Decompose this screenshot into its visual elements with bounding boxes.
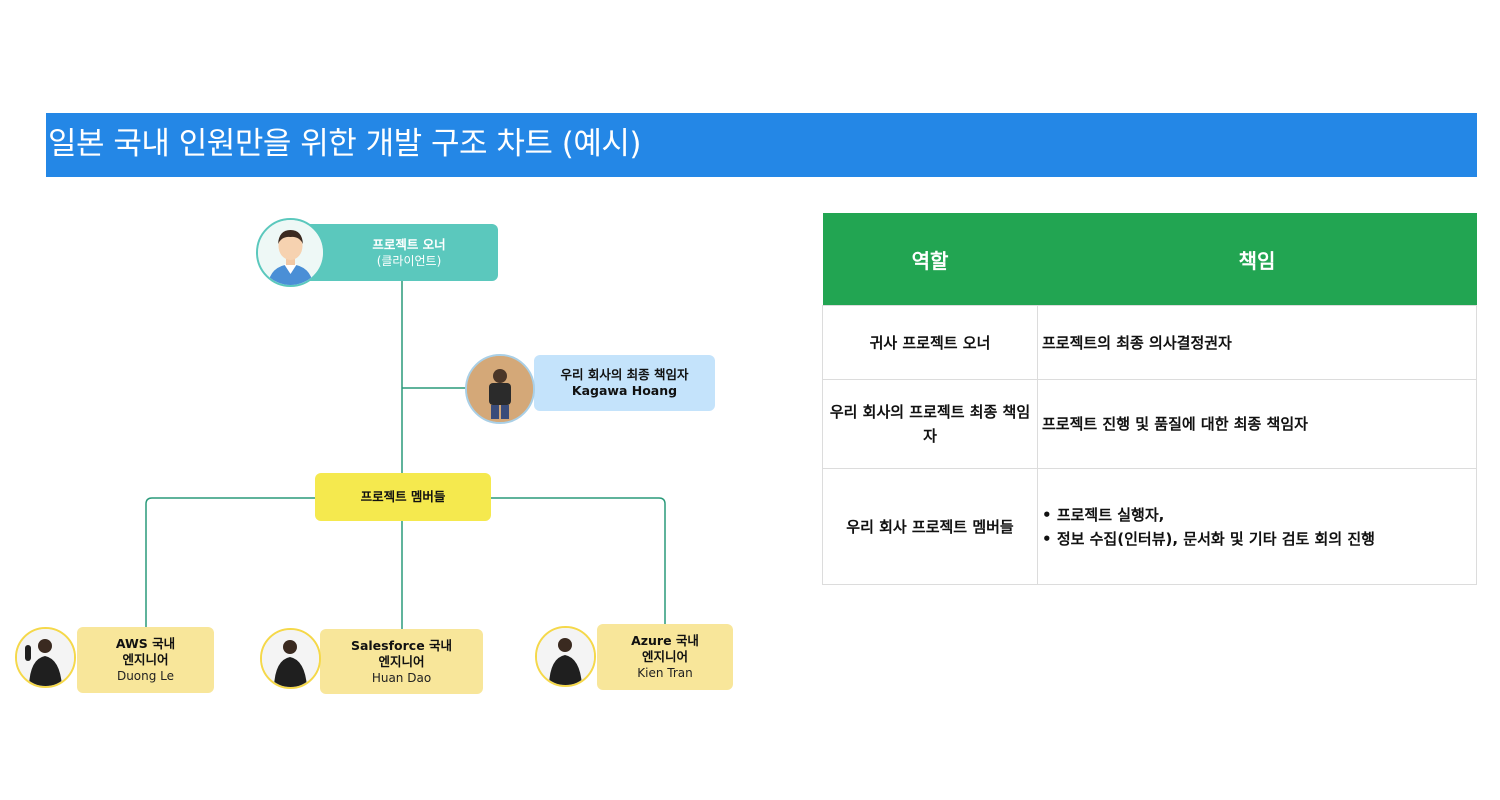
- engineer-title-line1: Salesforce 국내: [350, 637, 453, 653]
- engineer-box-azure: Azure 국내 엔지니어 Kien Tran: [597, 624, 733, 690]
- connector-right-branch: [490, 497, 666, 626]
- table-cell-responsibility: 프로젝트 실행자, 정보 수집(인터뷰), 문서화 및 기타 검토 회의 진행: [1037, 468, 1477, 585]
- title-bar: 일본 국내 인원만을 위한 개발 구조 차트 (예시): [46, 113, 1477, 177]
- engineer-name: Kien Tran: [637, 666, 693, 680]
- manager-avatar: [465, 354, 535, 424]
- page-title: 일본 국내 인원만을 위한 개발 구조 차트 (예시): [48, 126, 642, 162]
- manager-title: 우리 회사의 최종 책임자: [560, 367, 689, 382]
- table-row: 귀사 프로젝트 오너 프로젝트의 최종 의사결정권자: [822, 305, 1477, 380]
- table-cell-responsibility: 프로젝트의 최종 의사결정권자: [1037, 305, 1477, 380]
- owner-subtitle: (클라이언트): [376, 253, 442, 268]
- engineer-title-line2: 엔지니어: [641, 649, 688, 664]
- engineer-avatar-azure: [535, 626, 596, 687]
- engineer-title-line2: 엔지니어: [122, 652, 169, 667]
- person-photo-icon: [467, 356, 533, 422]
- members-title: 프로젝트 멤버들: [360, 489, 446, 504]
- owner-box: 프로젝트 오너 (클라이언트): [300, 224, 498, 281]
- responsibility-table: 역할 책임 귀사 프로젝트 오너 프로젝트의 최종 의사결정권자 우리 회사의 …: [822, 213, 1477, 585]
- engineer-title-line1: Azure 국내: [631, 633, 699, 648]
- table-cell-responsibility: 프로젝트 진행 및 품질에 대한 최종 책임자: [1037, 379, 1477, 469]
- engineer-name: Huan Dao: [371, 670, 432, 685]
- engineer-box-aws: AWS 국내 엔지니어 Duong Le: [77, 627, 214, 693]
- person-photo-icon: [537, 628, 594, 685]
- list-item: 정보 수집(인터뷰), 문서화 및 기타 검토 회의 진행: [1042, 527, 1472, 551]
- table-cell-role: 우리 회사 프로젝트 멤버들: [822, 468, 1038, 585]
- table-header-responsibility: 책임: [1037, 213, 1477, 306]
- table-header-role: 역할: [822, 213, 1038, 306]
- person-photo-icon: [17, 629, 74, 686]
- engineer-box-salesforce: Salesforce 국내 엔지니어 Huan Dao: [320, 629, 483, 694]
- table-header-row: 역할 책임: [822, 213, 1477, 306]
- manager-box: 우리 회사의 최종 책임자 Kagawa Hoang: [534, 355, 715, 411]
- engineer-avatar-aws: [15, 627, 76, 688]
- manager-name: Kagawa Hoang: [571, 383, 678, 398]
- table-row: 우리 회사의 프로젝트 최종 책임자 프로젝트 진행 및 품질에 대한 최종 책…: [822, 379, 1477, 469]
- owner-avatar: [256, 218, 325, 287]
- engineer-name: Duong Le: [116, 669, 175, 683]
- engineer-avatar-salesforce: [260, 628, 321, 689]
- owner-title: 프로젝트 오너: [372, 236, 446, 252]
- table-cell-role: 귀사 프로젝트 오너: [822, 305, 1038, 380]
- table-row: 우리 회사 프로젝트 멤버들 프로젝트 실행자, 정보 수집(인터뷰), 문서화…: [822, 468, 1477, 585]
- table-cell-role: 우리 회사의 프로젝트 최종 책임자: [822, 379, 1038, 469]
- person-icon: [258, 220, 323, 285]
- list-item: 프로젝트 실행자,: [1042, 503, 1472, 527]
- engineer-title-line2: 엔지니어: [378, 653, 425, 669]
- members-box: 프로젝트 멤버들: [315, 473, 491, 521]
- connector-left-branch: [145, 497, 315, 628]
- engineer-title-line1: AWS 국내: [115, 636, 176, 651]
- person-photo-icon: [262, 630, 319, 687]
- responsibility-list: 프로젝트 실행자, 정보 수집(인터뷰), 문서화 및 기타 검토 회의 진행: [1042, 503, 1472, 551]
